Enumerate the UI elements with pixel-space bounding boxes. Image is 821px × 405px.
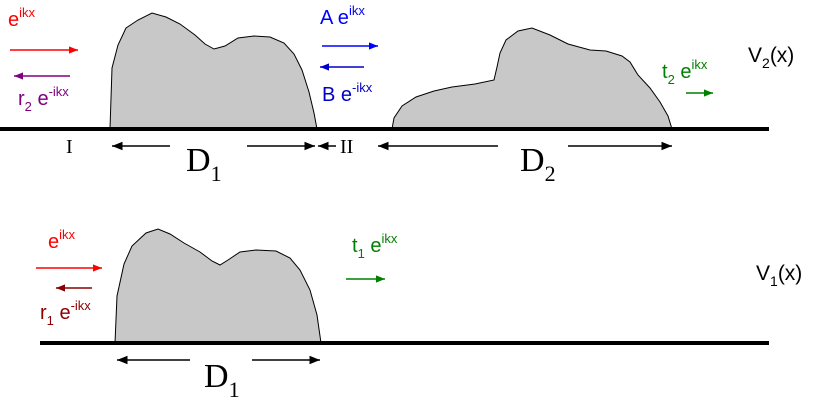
region-a-label: A eikx [320,3,365,29]
top-potential-label: V2(x) [748,44,794,71]
bottom-reflected-label: r1 e-ikx [40,298,91,328]
bottom-incident-label: eikx [48,227,76,253]
bottom-transmitted-label: t1 eikx [352,231,398,261]
region-2-label: II [340,136,353,158]
bottom-d1-label: D1 [204,358,240,402]
barrier-1-top [109,12,318,130]
top-d1-label: D1 [186,142,222,186]
region-b-label: B e-ikx [322,80,373,106]
bottom-potential-label: V1(x) [756,262,802,289]
barrier-2-top [391,27,673,130]
barrier-1-bottom [114,228,322,344]
top-transmitted-label: t2 eikx [662,57,708,87]
top-incident-label: eikx [8,5,36,31]
top-reflected-label: r2 e-ikx [18,84,69,114]
top-d2-label: D2 [520,142,556,186]
region-1-label: I [66,136,73,158]
